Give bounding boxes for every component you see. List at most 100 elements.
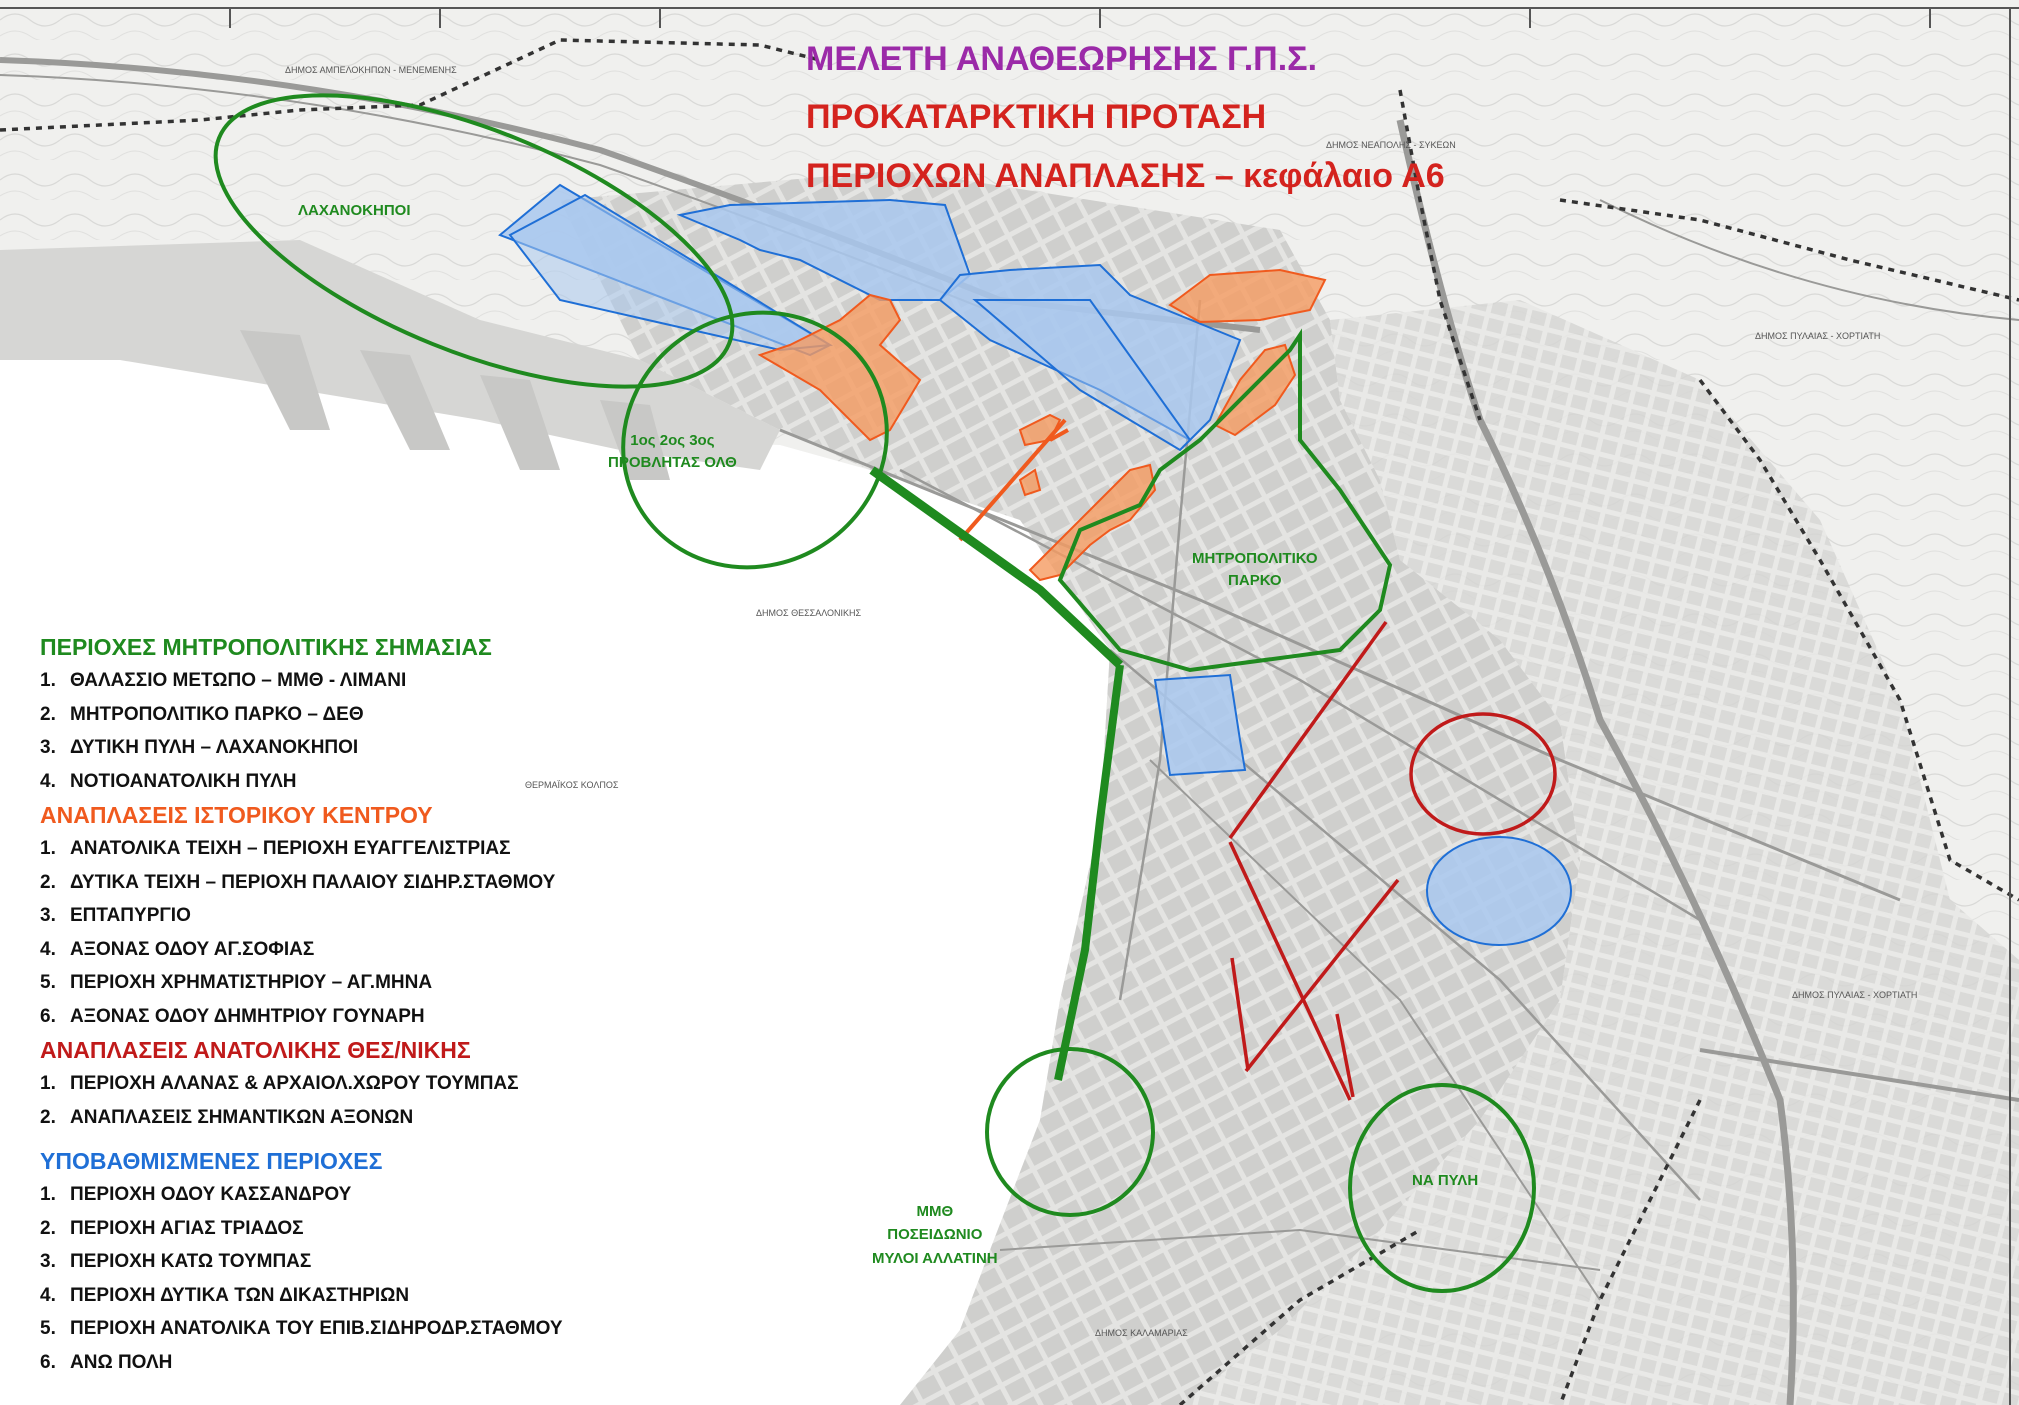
legend-item-number: 3. (40, 1251, 56, 1272)
legend-item-text: ΠΕΡΙΟΧΗ ΔΥΤΙΚΑ ΤΩΝ ΔΙΚΑΣΤΗΡΙΩΝ (70, 1284, 410, 1306)
map-label-park-line2: ΠΑΡΚΟ (1228, 571, 1282, 589)
legend-item-text: ΝΟΤΙΟΑΝΑΤΟΛΙΚΗ ΠΥΛΗ (70, 770, 297, 792)
label-dimos-pylaias-1: ΔΗΜΟΣ ΠΥΛΑΙΑΣ - ΧΟΡΤΙΑΤΗ (1755, 331, 1880, 341)
legend-item: 2. ΑΝΑΠΛΑΣΕΙΣ ΣΗΜΑΝΤΙΚΩΝ ΑΞΟΝΩΝ (40, 1101, 680, 1135)
legend-item-number: 3. (40, 905, 56, 926)
legend-item-number: 3. (40, 737, 56, 758)
waterfront-line (869, 466, 1124, 669)
label-dimos-ampelokipon: ΔΗΜΟΣ ΑΜΠΕΛΟΚΗΠΩΝ - ΜΕΝΕΜΕΝΗΣ (285, 65, 457, 75)
legend-item: 3. ΠΕΡΙΟΧΗ ΚΑΤΩ ΤΟΥΜΠΑΣ (40, 1245, 680, 1279)
legend-item: 1.ΠΕΡΙΟΧΗ ΑΛΑΝΑΣ & ΑΡΧΑΙΟΛ.ΧΩΡΟΥ ΤΟΥΜΠΑΣ (40, 1067, 680, 1101)
axis-cross-1 (1244, 878, 1400, 1073)
legend-item: 6. ΑΝΩ ΠΟΛΗ (40, 1346, 680, 1380)
legend-item: 1. ΑΝΑΤΟΛΙΚΑ ΤΕΙΧΗ – ΠΕΡΙΟΧΗ ΕΥΑΓΓΕΛΙΣΤΡΙ… (40, 832, 680, 866)
label-dimos-neapolis: ΔΗΜΟΣ ΝΕΑΠΟΛΗΣ - ΣΥΚΕΩΝ (1326, 140, 1456, 150)
historic-area-eptapyrgio (1168, 268, 1327, 324)
legend-section-title: ΥΠΟΒΑΘΜΙΣΜΕΝΕΣ ΠΕΡΙΟΧΕΣ (40, 1148, 383, 1174)
legend-item-text: ΑΞΟΝΑΣ ΟΔΟΥ ΔΗΜΗΤΡΙΟΥ ΓΟΥΝΑΡΗ (70, 1005, 425, 1027)
axis-line-2 (1230, 957, 1250, 1071)
legend-item-text: ΠΕΡΙΟΧΗ ΟΔΟΥ ΚΑΣΣΑΝΔΡΟΥ (70, 1184, 352, 1205)
historic-area-western-walls (757, 293, 922, 442)
legend-item: 2. ΜΗΤΡΟΠΟΛΙΤΙΚΟ ΠΑΡΚΟ – ΔΕΘ (40, 698, 680, 732)
legend-item: 2. ΔΥΤΙΚΑ ΤΕΙΧΗ – ΠΕΡΙΟΧΗ ΠΑΛΑΙΟΥ ΣΙΔΗΡ.Σ… (40, 866, 680, 900)
legend-item-number: 6. (40, 1351, 56, 1373)
map-label-lachanokipoi: ΛΑΧΑΝΟΚΗΠΟΙ (298, 202, 411, 219)
label-thermaikos: ΘΕΡΜΑΪΚΟΣ ΚΟΛΠΟΣ (525, 780, 619, 790)
legend-item-number: 5. (40, 1318, 56, 1339)
legend-item-number: 5. (40, 972, 56, 993)
legend-item-text: ΕΠΤΑΠΥΡΓΙΟ (70, 905, 191, 926)
legend-item-text: ΑΞΟΝΑΣ ΟΔΟΥ ΑΓ.ΣΟΦΙΑΣ (70, 938, 315, 960)
title-line-1: ΜΕΛΕΤΗ ΑΝΑΘΕΩΡΗΣΗΣ Γ.Π.Σ. (806, 40, 1318, 78)
legend-section-title: ΑΝΑΠΛΑΣΕΙΣ ΑΝΑΤΟΛΙΚΗΣ ΘΕΣ/ΝΙΚΗΣ (40, 1037, 471, 1063)
legend-item-number: 1. (40, 1184, 56, 1205)
map-label-na-pyli: ΝΑ ΠΥΛΗ (1412, 1172, 1479, 1189)
legend-item-number: 2. (40, 703, 56, 725)
map-label-park: ΜΗΤΡΟΠΟΛΙΤΙΚΟ ΠΑΡΚΟ (1192, 548, 1318, 592)
legend-section-items: 1. ΠΕΡΙΟΧΗ ΟΔΟΥ ΚΑΣΣΑΝΔΡΟΥ 2. ΠΕΡΙΟΧΗ ΑΓΙΑΣ… (40, 1178, 680, 1379)
legend-item: 1. ΠΕΡΙΟΧΗ ΟΔΟΥ ΚΑΣΣΑΝΔΡΟΥ (40, 1178, 680, 1212)
legend-item-text: ΔΥΤΙΚΗ ΠΥΛΗ – ΛΑΧΑΝΟΚΗΠΟΙ (70, 737, 359, 758)
urban-fabric-center (560, 170, 1580, 1405)
legend-item-number: 2. (40, 871, 56, 893)
na-pyli-ellipse (1348, 1083, 1536, 1293)
legend-item-text: ΠΕΡΙΟΧΗ ΚΑΤΩ ΤΟΥΜΠΑΣ (70, 1251, 312, 1272)
label-dimos-thessalonikis: ΔΗΜΟΣ ΘΕΣΣΑΛΟΝΙΚΗΣ (756, 608, 862, 618)
legend-item: 1.ΘΑΛΑΣΣΙΟ ΜΕΤΩΠΟ – ΜΜΘ - ΛΙΜΑΝΙ (40, 664, 680, 698)
degraded-area-ano-poli (972, 299, 1192, 452)
legend-section-items: 1.ΘΑΛΑΣΣΙΟ ΜΕΤΩΠΟ – ΜΜΘ - ΛΙΜΑΝΙ 2. ΜΗΤΡΟΠ… (40, 664, 680, 798)
label-dimos-pylaias-2: ΔΗΜΟΣ ΠΥΛΑΙΑΣ - ΧΟΡΤΙΑΤΗ (1792, 990, 1917, 1000)
historic-area-gounari-axis (1028, 463, 1157, 582)
base-map-labels: ΔΗΜΟΣ ΘΕΣΣΑΛΟΝΙΚΗΣ ΘΕΡΜΑΪΚΟΣ ΚΟΛΠΟΣ ΔΗΜΟ… (285, 65, 1917, 1338)
legend-item-number: 2. (40, 1106, 56, 1128)
metropolitan-park-outline (1057, 328, 1393, 673)
title-line-3: ΠΕΡΙΟΧΩΝ ΑΝΑΠΛΑΣΗΣ – κεφάλαιο Α6 (806, 157, 1445, 195)
legend-item: 3. ΔΥΤΙΚΗ ΠΥΛΗ – ΛΑΧΑΝΟΚΗΠΟΙ (40, 731, 680, 765)
legend-item: 6. ΑΞΟΝΑΣ ΟΔΟΥ ΔΗΜΗΤΡΙΟΥ ΓΟΥΝΑΡΗ (40, 1000, 680, 1034)
map-label-piers: 1ος 2ος 3ος ΠΡΟΒΛΗΤΑΣ ΟΛΘ (608, 430, 737, 474)
legend-section-title: ΠΕΡΙΟΧΕΣ ΜΗΤΡΟΠΟΛΙΤΙΚΗΣ ΣΗΜΑΣΙΑΣ (40, 634, 492, 660)
map-label-mmth: ΜΜΘ ΠΟΣΕΙΔΩΝΙΟ ΜΥΛΟΙ ΑΛΛΑΤΙΝΗ (872, 1200, 998, 1270)
legend-item: 3. ΕΠΤΑΠΥΡΓΙΟ (40, 899, 680, 933)
urban-fabric-east (1180, 300, 2019, 1405)
legend-item-text: ΠΕΡΙΟΧΗ ΑΝΑΤΟΛΙΚΑ ΤΟΥ ΕΠΙΒ.ΣΙΔΗΡΟΔΡ.ΣΤΑΘ… (70, 1318, 563, 1339)
degraded-area-dikastiria (1153, 673, 1247, 777)
legend-item-number: 4. (40, 770, 56, 792)
metropolitan-areas (213, 93, 1536, 1293)
axis-cross-2 (1228, 841, 1352, 1101)
legend-item-text: ΠΕΡΙΟΧΗ ΑΓΙΑΣ ΤΡΙΑΔΟΣ (70, 1217, 304, 1239)
legend-item-number: 4. (40, 1284, 56, 1306)
degraded-area-kato-toumpa (1426, 836, 1572, 946)
municipal-boundaries (0, 38, 2019, 1405)
legend-item-text: ΑΝΑΤΟΛΙΚΑ ΤΕΙΧΗ – ΠΕΡΙΟΧΗ ΕΥΑΓΓΕΛΙΣΤΡΙΑΣ (70, 838, 511, 859)
piers-ellipse (621, 310, 889, 570)
historic-axis-agias-sofias (958, 418, 1067, 542)
legend-item: 2. ΠΕΡΙΟΧΗ ΑΓΙΑΣ ΤΡΙΑΔΟΣ (40, 1212, 680, 1246)
label-dimos-kalamarias: ΔΗΜΟΣ ΚΑΛΑΜΑΡΙΑΣ (1095, 1328, 1188, 1338)
legend-item-text: ΔΥΤΙΚΑ ΤΕΙΧΗ – ΠΕΡΙΟΧΗ ΠΑΛΑΙΟΥ ΣΙΔΗΡ.ΣΤΑ… (70, 871, 556, 893)
legend-item-text: ΑΝΑΠΛΑΣΕΙΣ ΣΗΜΑΝΤΙΚΩΝ ΑΞΟΝΩΝ (70, 1106, 414, 1128)
axis-line-1 (1228, 620, 1388, 840)
map-label-park-line1: ΜΗΤΡΟΠΟΛΙΤΙΚΟ (1192, 550, 1318, 567)
sea-area (0, 330, 1110, 1405)
legend-item-text: ΘΑΛΑΣΣΙΟ ΜΕΤΩΠΟ – ΜΜΘ - ΛΙΜΑΝΙ (70, 670, 407, 691)
legend-item-number: 6. (40, 1005, 56, 1027)
legend-item-number: 2. (40, 1217, 56, 1239)
legend-item: 4. ΠΕΡΙΟΧΗ ΔΥΤΙΚΑ ΤΩΝ ΔΙΚΑΣΤΗΡΙΩΝ (40, 1279, 680, 1313)
legend-item-text: ΠΕΡΙΟΧΗ ΑΛΑΝΑΣ & ΑΡΧΑΙΟΛ.ΧΩΡΟΥ ΤΟΥΜΠΑΣ (70, 1073, 519, 1094)
legend-item: 4.ΑΞΟΝΑΣ ΟΔΟΥ ΑΓ.ΣΟΦΙΑΣ (40, 933, 680, 967)
map-label-mmth-line3: ΜΥΛΟΙ ΑΛΛΑΤΙΝΗ (872, 1249, 998, 1267)
toumpa-ellipse (1409, 712, 1557, 836)
map-label-mmth-line2: ΠΟΣΕΙΔΩΝΙΟ (887, 1226, 983, 1244)
legend-item-number: 1. (40, 838, 56, 859)
waterfront-line-south (1054, 664, 1124, 1081)
historic-area-hrimatistirio (1018, 468, 1042, 497)
legend-item-text: ΑΝΩ ΠΟΛΗ (70, 1351, 173, 1373)
legend-section-items: 1. ΑΝΑΤΟΛΙΚΑ ΤΕΙΧΗ – ΠΕΡΙΟΧΗ ΕΥΑΓΓΕΛΙΣΤΡΙ… (40, 832, 680, 1033)
eastern-areas (1228, 620, 1557, 1101)
legend-item-text: ΜΗΤΡΟΠΟΛΙΤΙΚΟ ΠΑΡΚΟ – ΔΕΘ (70, 703, 364, 725)
frame-ticks (0, 7, 2019, 1405)
